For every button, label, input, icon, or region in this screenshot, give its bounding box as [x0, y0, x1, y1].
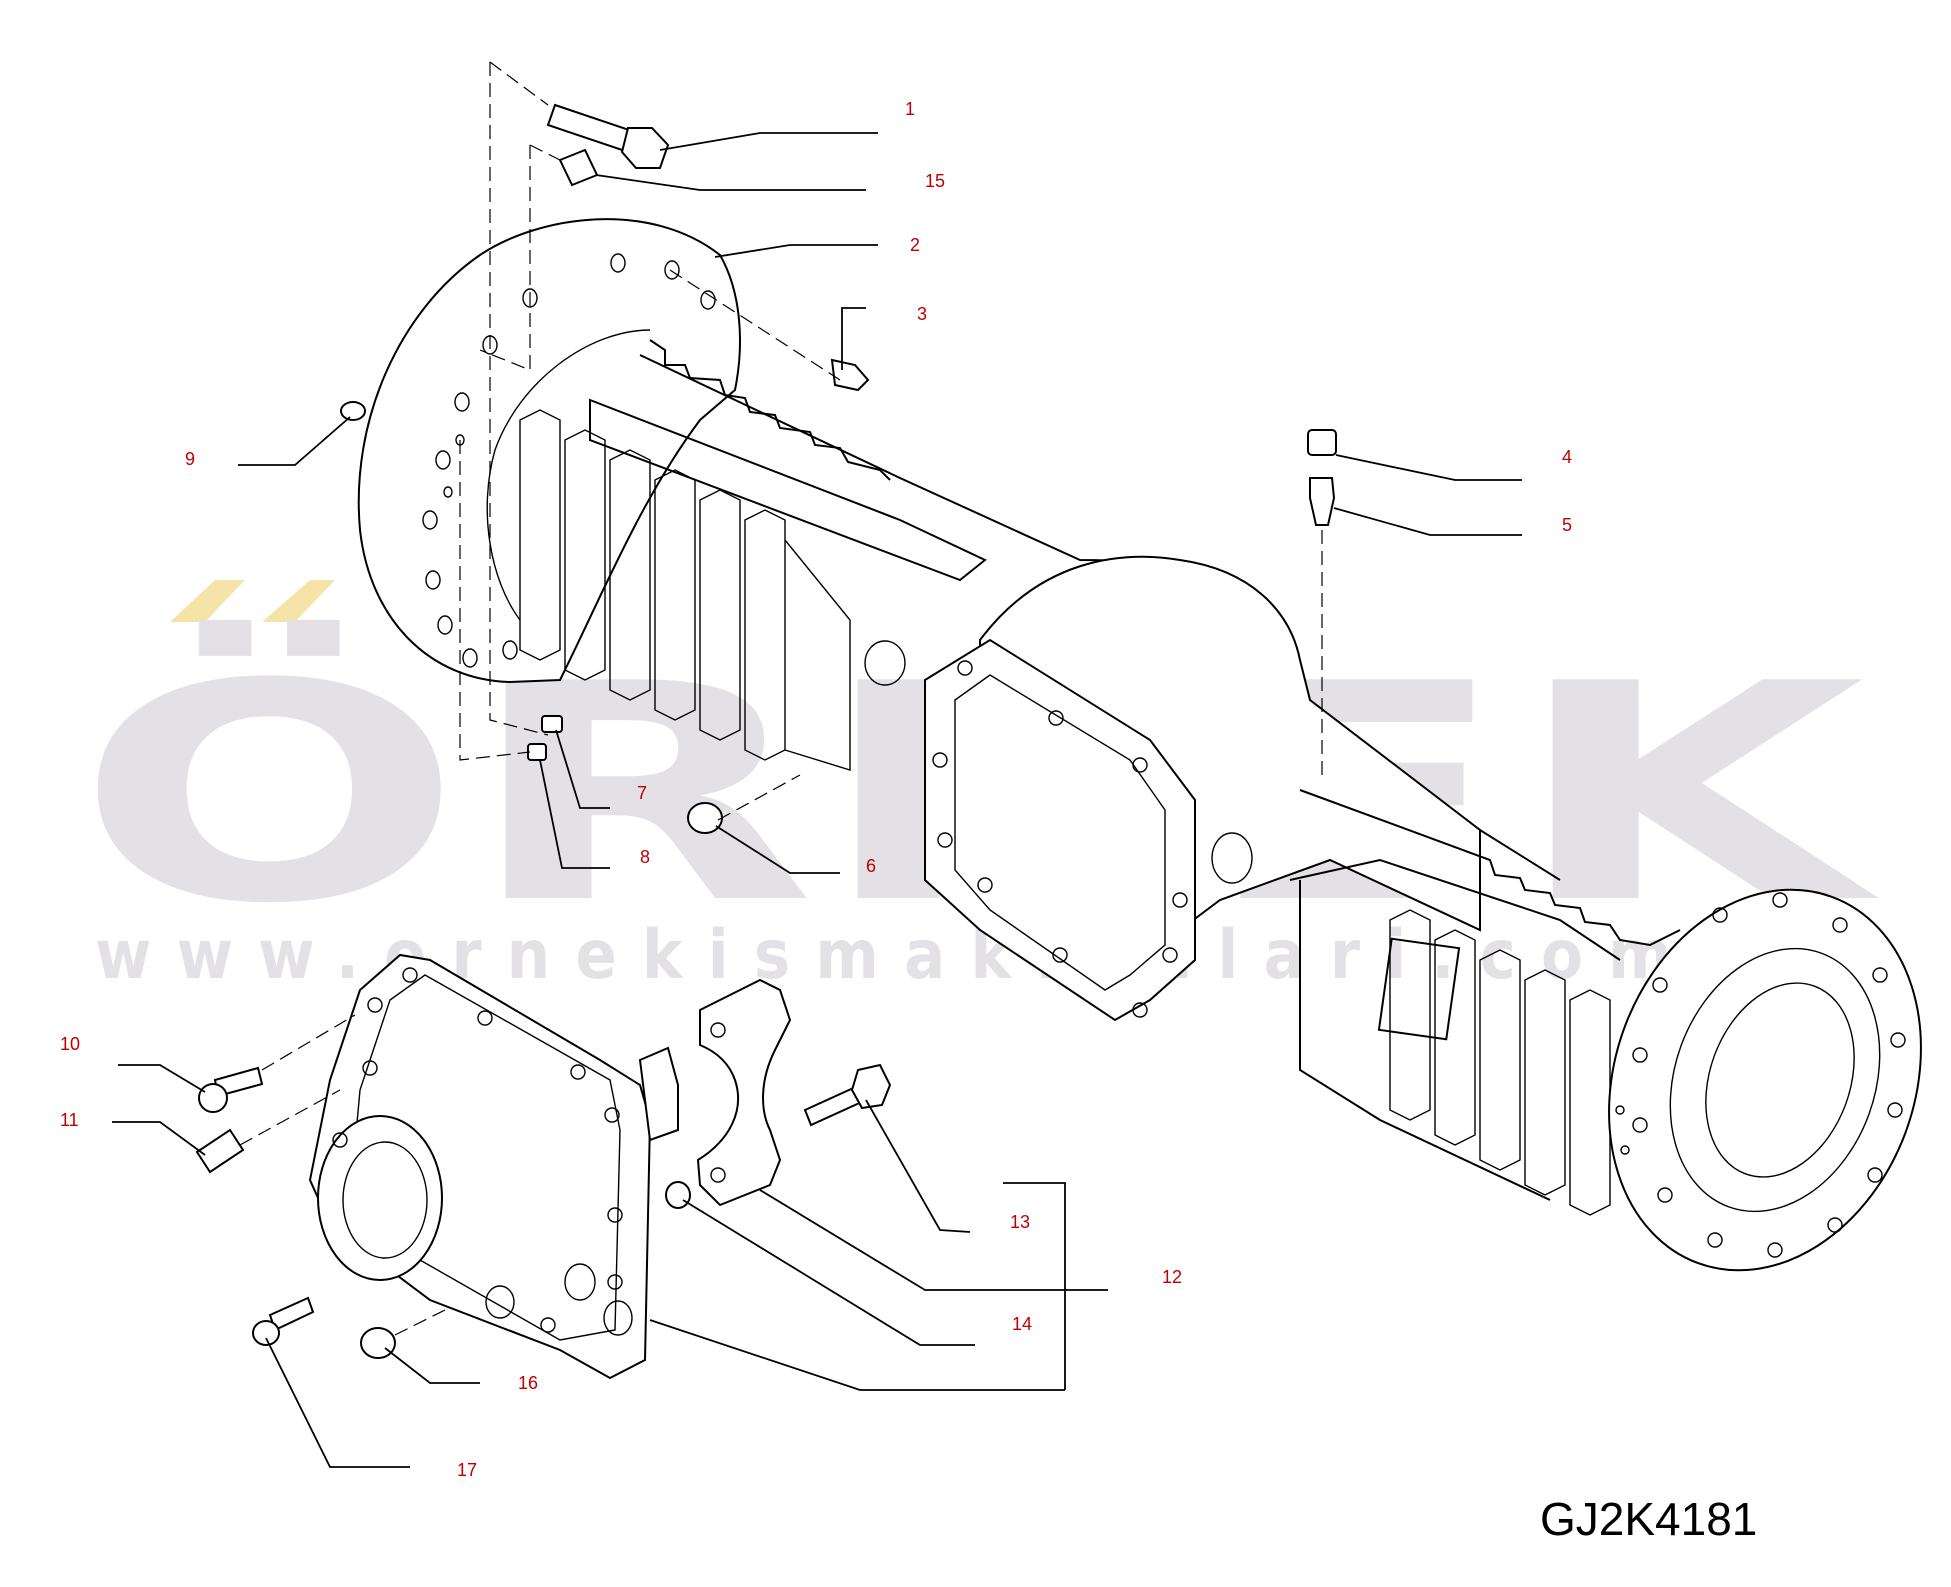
housing-top-rib	[589, 398, 987, 582]
bolt-17-head	[252, 1320, 280, 1346]
fasteners	[195, 103, 1337, 1359]
dowel-14	[665, 1181, 691, 1209]
leader-4	[1335, 454, 1522, 481]
leader-11	[112, 1121, 206, 1156]
bolt-1-head	[620, 127, 670, 169]
callout-2: 2	[910, 235, 920, 255]
leader-7	[555, 729, 610, 809]
left-flange-inner	[486, 329, 651, 621]
cover-bolt-holes	[332, 967, 623, 1333]
callout-3: 3	[917, 304, 927, 324]
gasket-frame	[924, 638, 1196, 1022]
callout-16: 16	[518, 1373, 538, 1393]
leader-3	[841, 307, 866, 370]
leader-12-cap	[759, 1189, 1108, 1291]
bolt-13-head	[850, 1063, 892, 1110]
cover-port-3	[485, 1285, 515, 1319]
callout-11: 11	[60, 1110, 79, 1130]
callout-8: 8	[640, 847, 650, 867]
housing-notches	[649, 339, 891, 481]
screw-7	[541, 715, 563, 733]
watermark-accent-left	[170, 580, 245, 622]
dowel-11	[195, 1128, 245, 1174]
oring-9	[340, 401, 366, 421]
plug-5	[1309, 477, 1336, 526]
plug-16	[360, 1327, 396, 1359]
leader-17	[265, 1337, 410, 1468]
centre-port	[1211, 832, 1253, 884]
leader-6	[715, 825, 840, 874]
gasket-holes	[932, 660, 1188, 1018]
callout-7: 7	[637, 783, 647, 803]
cover-bore-inner	[342, 1141, 428, 1259]
bolt-10-head	[198, 1083, 228, 1113]
watermark-accent-right	[262, 580, 335, 622]
left-ribs	[519, 409, 851, 771]
callout-15: 15	[925, 171, 945, 191]
gasket-frame-inner	[954, 674, 1166, 991]
drawing-code: GJ2K4181	[1540, 1493, 1757, 1545]
callouts: 1 15 2 3 4 5 9 7 8 6 10 11 13 12 14 16 1…	[60, 99, 1572, 1480]
axle-housing	[357, 218, 1922, 1272]
upper-port	[864, 640, 906, 686]
breather-3	[830, 358, 870, 392]
right-ribs	[1389, 909, 1611, 1216]
leader-lines	[112, 132, 1522, 1468]
callout-14: 14	[1012, 1314, 1032, 1334]
carrier-cover	[308, 953, 679, 1380]
leader-9	[238, 416, 351, 466]
leader-8	[539, 759, 610, 869]
cover-port-2	[603, 1300, 633, 1336]
bracket-12	[1003, 1182, 1066, 1390]
callout-5: 5	[1562, 515, 1572, 535]
callout-6: 6	[866, 856, 876, 876]
housing-notches-right	[1299, 789, 1681, 947]
callout-12: 12	[1162, 1267, 1182, 1287]
cover-stub	[638, 1046, 679, 1142]
nipple-8	[527, 743, 547, 761]
leader-13	[865, 1099, 971, 1233]
leader-12-cover	[649, 1319, 1065, 1391]
callout-13: 13	[1010, 1212, 1030, 1232]
right-flange-holes	[1615, 892, 1906, 1258]
right-flange	[1608, 888, 1922, 1272]
left-flange	[357, 218, 741, 684]
bearing-cap-hole-2	[710, 1167, 726, 1183]
assembly-lines	[239, 61, 1323, 1336]
callout-17: 17	[457, 1460, 477, 1480]
right-flange-bore	[1705, 982, 1855, 1178]
leader-5	[1333, 507, 1522, 536]
cap-4	[1307, 429, 1337, 456]
cover-bore-outer	[317, 1115, 443, 1281]
leader-15	[595, 174, 866, 191]
callout-1: 1	[905, 99, 915, 119]
plug-6	[687, 802, 723, 834]
leader-10	[118, 1064, 206, 1093]
leader-2	[714, 244, 878, 258]
dowel-15	[558, 148, 599, 187]
cover-port-1	[564, 1263, 596, 1301]
watermark-url: www.ornekismakinalari.com.tr	[95, 916, 1855, 995]
right-flange-step	[1669, 947, 1881, 1213]
identification-plate	[1377, 937, 1461, 1041]
callout-4: 4	[1562, 447, 1572, 467]
housing-lower	[1289, 858, 1621, 1201]
callout-10: 10	[60, 1034, 80, 1054]
callout-9: 9	[185, 449, 195, 469]
leader-14	[682, 1199, 975, 1346]
bolt-1	[546, 103, 637, 154]
bearing-cap-hole-1	[710, 1022, 726, 1038]
leader-16	[384, 1347, 480, 1384]
leader-1	[659, 132, 878, 151]
